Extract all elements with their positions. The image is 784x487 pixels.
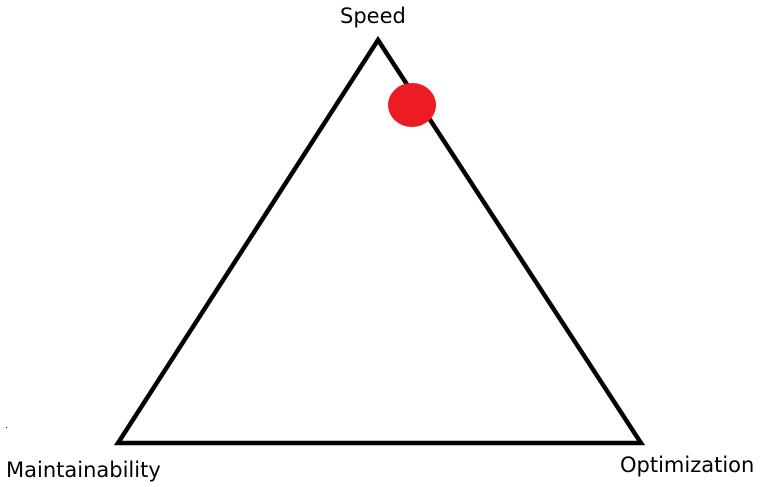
triangle-outline bbox=[113, 35, 646, 446]
vertex-label-speed: Speed bbox=[340, 4, 406, 28]
vertex-label-maintainability: Maintainability bbox=[6, 458, 161, 482]
stray-pixel-mark bbox=[6, 427, 7, 428]
position-marker bbox=[388, 83, 436, 127]
vertex-label-optimization: Optimization bbox=[620, 453, 755, 477]
